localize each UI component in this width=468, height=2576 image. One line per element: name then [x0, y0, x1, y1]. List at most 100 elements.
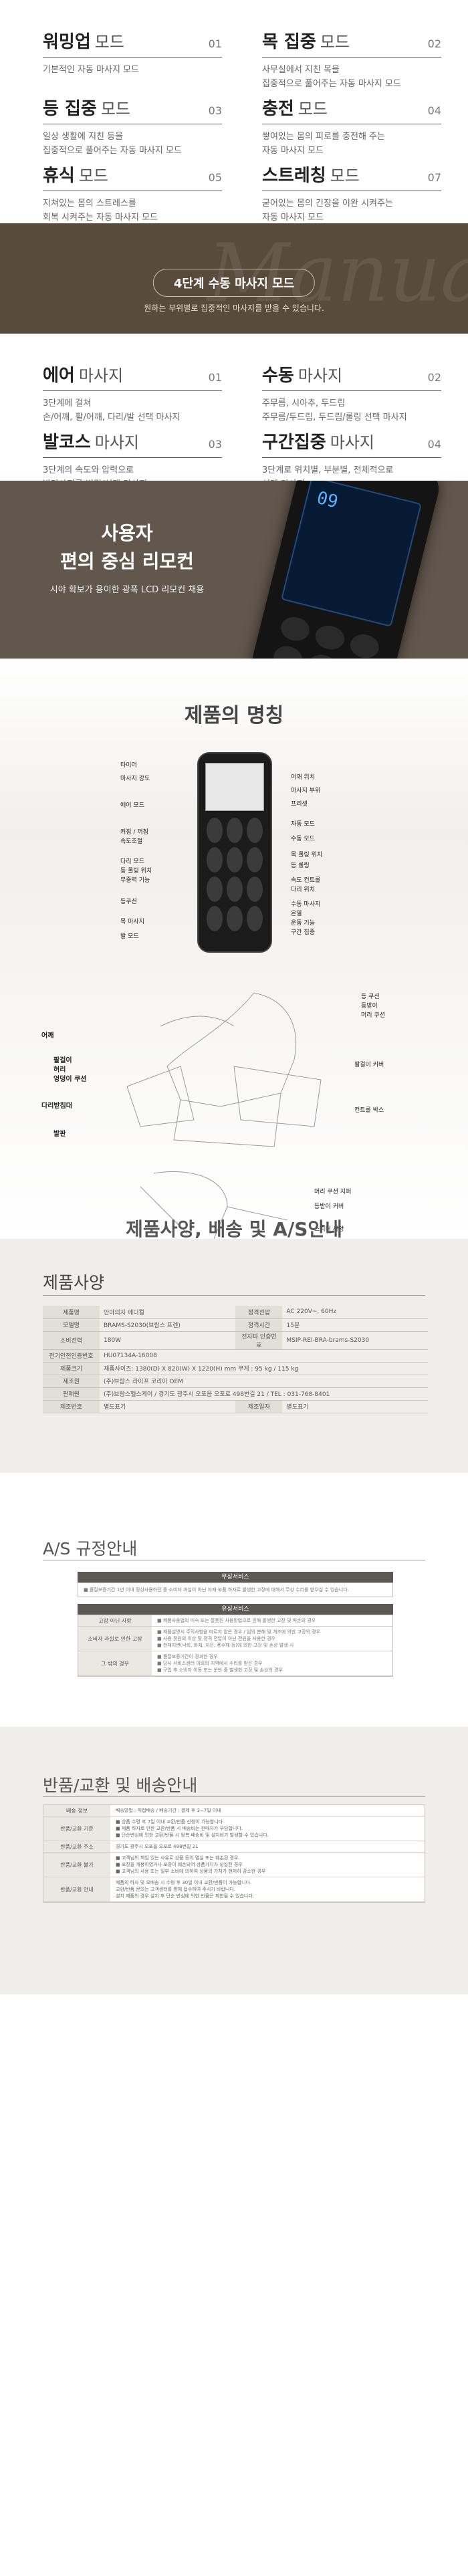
- mode-description: 주무름, 시아추, 두드림 주무름/두드림, 두드림/롤링 선택 마사지: [262, 398, 407, 423]
- remote-label: 프리셋: [291, 801, 308, 808]
- remote-lcd-screen: 09: [281, 481, 422, 627]
- mode-number: 07: [427, 171, 441, 184]
- mode-suffix: 모드: [78, 166, 109, 185]
- table-row: 제조원(주)브람스 라이프 코리아 OEM: [43, 1375, 428, 1388]
- remote-label: 수동 마사지: [291, 901, 321, 908]
- remote-title-line2: 편의 중심 리모컨: [60, 550, 194, 572]
- remote-label: 속도 컨트롤: [291, 877, 321, 884]
- remote-label: 등 롤링: [291, 862, 310, 869]
- remote-label: 운동 기능: [291, 920, 315, 927]
- chair-label: 머리 쿠션: [361, 1012, 385, 1019]
- chair-label: 스티커 사양: [314, 1226, 344, 1233]
- mode-suffix: 마사지: [298, 366, 343, 385]
- chair-label: 팔걸이 커버: [354, 1062, 384, 1068]
- remote-label: 커짐 / 꺼짐: [120, 829, 148, 836]
- mode-number: 02: [427, 371, 441, 384]
- remote-label: 속도조절: [120, 838, 143, 845]
- remote-label: 구간 집중: [291, 929, 315, 936]
- mode-suffix: 모드: [94, 33, 124, 51]
- remote-control-image: 09: [248, 481, 443, 659]
- mode-suffix: 마사지: [78, 366, 124, 385]
- mode-description: 3단계에 걸쳐 손/어깨, 팔/어깨, 다리/발 선택 마사지: [43, 398, 181, 423]
- table-row: 반품/교환 불가■ 고객님의 책임 있는 사유로 상품 등이 멸실 또는 훼손된…: [43, 1853, 425, 1877]
- remote-label: 다리 모드: [120, 858, 144, 865]
- as-paid-header: 유상서비스: [78, 1604, 393, 1615]
- remote-title: 사용자 편의 중심 리모컨: [0, 519, 254, 576]
- chair-diagram-back: [140, 1171, 288, 1239]
- chair-label: 엉덩이 쿠션: [53, 1076, 87, 1083]
- mode-suffix: 모드: [100, 100, 130, 118]
- manual-watermark: Manual: [207, 227, 468, 320]
- remote-label: 마사지 강도: [120, 776, 150, 782]
- mode-title: 스트레칭: [262, 166, 326, 186]
- product-names-section: 제품의 명칭 타이머 마사지 강도 에어 모드 커짐 / 꺼짐 속도조절 다리 …: [0, 659, 468, 1239]
- chair-label: 다리받침대: [41, 1102, 72, 1110]
- remote-label: 온열: [291, 911, 302, 917]
- mode-description: 기본적인 자동 마사지 모드: [43, 65, 139, 75]
- mode-number: 04: [427, 438, 441, 451]
- as-paid-table: 고장 아닌 사항■ 제품사용법의 미숙 또는 잘못된 사용방법으로 인해 발생한…: [78, 1615, 393, 1677]
- mode-suffix: 모드: [298, 100, 328, 118]
- remote-lcd-text: 09: [314, 487, 340, 513]
- chair-label: 허리: [53, 1066, 66, 1074]
- manual-mode-banner: Manual 4단계 수동 마사지 모드 원하는 부위별로 집중적인 마사지를 …: [0, 223, 468, 334]
- chair-label: 어깨: [41, 1032, 54, 1040]
- remote-label: 무중력 기능: [120, 877, 150, 884]
- spec-heading: 제품사양, 배송 및 A/S안내: [126, 1218, 342, 1240]
- mode-title: 목 집중: [262, 32, 316, 52]
- remote-label: 어깨 위치: [291, 774, 315, 781]
- chair-label: 등받이: [361, 1003, 378, 1010]
- mode-title: 발코스: [43, 433, 91, 453]
- remote-subtitle: 시야 확보가 용이한 광폭 LCD 리모컨 채용: [49, 585, 205, 595]
- mode-suffix: 모드: [330, 166, 360, 185]
- as-free-text: ■ 품질보증기간 1년 이내 정상사용하던 중 소비자 과실이 아닌 자재·부품…: [78, 1583, 393, 1597]
- return-divider: [43, 1796, 425, 1797]
- manual-mode-subtitle: 원하는 부위별로 집중적인 마사지를 받을 수 있습니다.: [144, 304, 324, 313]
- mode-number: 03: [208, 438, 222, 451]
- remote-label: 발 모드: [120, 933, 139, 940]
- mode-suffix: 마사지: [330, 433, 374, 452]
- mode-title: 구간집중: [262, 433, 326, 453]
- mode-suffix: 마사지: [94, 433, 140, 452]
- chair-label: 발판: [53, 1131, 66, 1138]
- as-section: A/S 규정안내 무상서비스 ■ 품질보증기간 1년 이내 정상사용하던 중 소…: [0, 1473, 468, 1727]
- mode-title: 수동: [262, 366, 294, 386]
- as-free-header: 무상서비스: [78, 1572, 393, 1583]
- mode-description: 지쳐있는 몸의 스트레스를 회복 시켜주는 자동 마사지 모드: [43, 199, 158, 223]
- return-title: 반품/교환 및 배송안내: [43, 1776, 198, 1795]
- remote-label: 마사지 부위: [291, 788, 321, 794]
- product-names-title: 제품의 명칭: [184, 704, 284, 727]
- chair-label: 컨트롤 박스: [354, 1107, 384, 1114]
- chair-label: 팔걸이: [53, 1057, 72, 1064]
- spec-title: 제품사양: [43, 1273, 105, 1292]
- remote-label: 자동 모드: [291, 821, 315, 828]
- mode-description: 굳어있는 몸의 긴장을 이완 시켜주는 자동 마사지 모드: [262, 199, 393, 223]
- mode-title: 워밍업: [43, 32, 91, 52]
- remote-title-line1: 사용자: [101, 522, 153, 544]
- table-row: 소비자 과실로 인한 고장■ 제품설명서 주의사항을 따르지 않은 경우 / 임…: [78, 1627, 392, 1651]
- table-row: 고장 아닌 사항■ 제품사용법의 미숙 또는 잘못된 사용방법으로 인해 발생한…: [78, 1615, 392, 1627]
- spec-divider: [43, 1295, 425, 1296]
- mode-number: 01: [208, 371, 222, 384]
